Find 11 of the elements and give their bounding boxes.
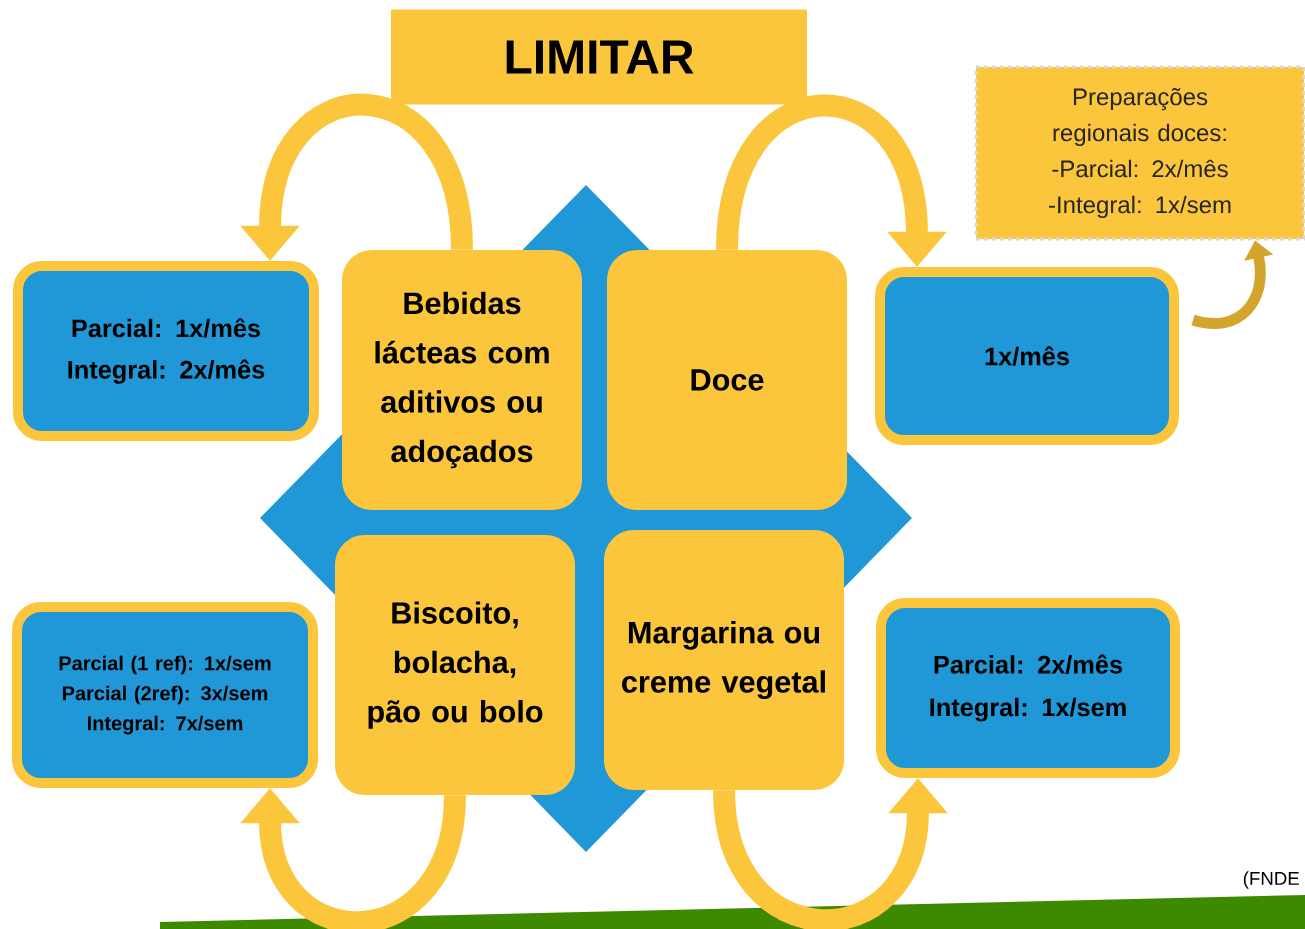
food-group-box: Margarina ou creme vegetal — [604, 530, 844, 790]
note-box: Preparações regionais doces: -Parcial: 2x/mês -Integral: 1x/sem — [974, 65, 1305, 241]
frequency-box: 1x/mês — [875, 267, 1179, 445]
frequency-box: Parcial: 1x/mês Integral: 2x/mês — [13, 261, 319, 441]
source-note: (FNDE — [1243, 871, 1299, 889]
food-group-box: Doce — [607, 250, 847, 510]
frequency-box: Parcial (1 ref): 1x/sem Parcial (2ref): 3x/sem Integral: 7x/sem — [12, 602, 318, 788]
frequency-box: Parcial: 2x/mês Integral: 1x/sem — [876, 598, 1180, 778]
title-banner: LIMITAR — [391, 9, 807, 105]
food-group-box: Biscoito, bolacha, pão ou bolo — [335, 535, 575, 795]
food-group-box: Bebidas lácteas com aditivos ou adoçados — [342, 250, 582, 510]
